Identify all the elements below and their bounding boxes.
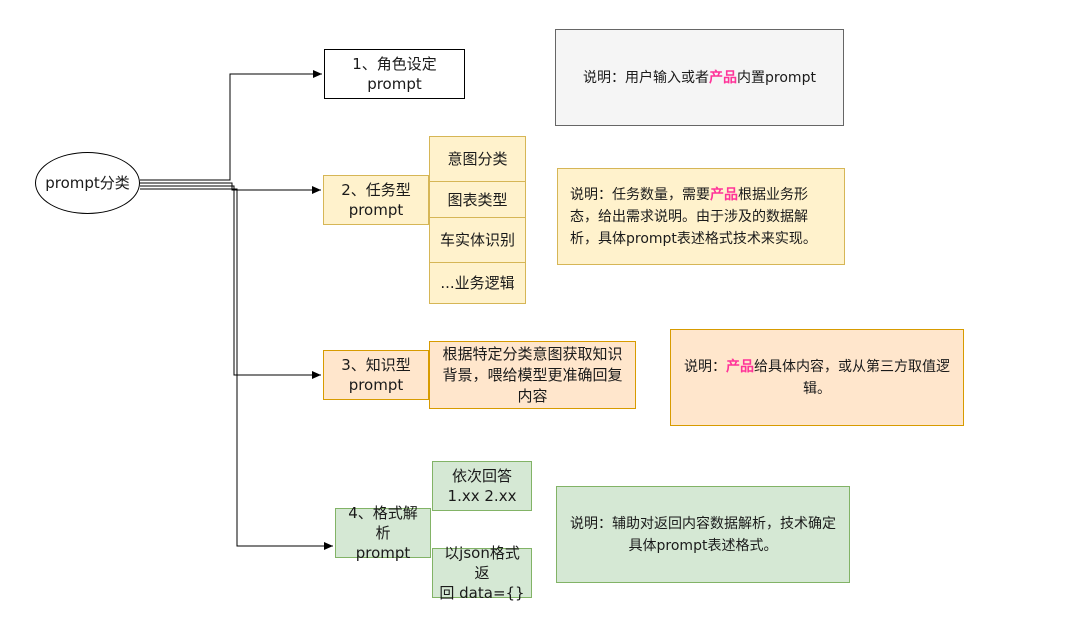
highlight-product: 产品 [709,69,738,86]
category-knowledge-prompt: 3、知识型 prompt [323,350,429,400]
format-item-json: 以json格式返 回 data={} [432,544,532,602]
category-role-prompt: 1、角色设定 prompt [324,49,465,99]
format-item-sequential: 依次回答 1.xx 2.xx [432,461,532,511]
task-item-business: ...业务逻辑 [429,262,526,304]
format-item-label: 依次回答 1.xx 2.xx [447,467,517,505]
task-item-label: 意图分类 [447,150,508,168]
category-knowledge-label: 3、知识型 prompt [341,356,411,394]
note-knowledge: 说明：产品给具体内容，或从第三方取值逻辑。 [670,329,964,426]
note-knowledge-text: 说明：产品给具体内容，或从第三方取值逻辑。 [684,358,950,397]
note-task-text: 说明：任务数量，需要产品根据业务形态，给出需求说明。由于涉及的数据解析，具体pr… [570,186,817,247]
root-label: prompt分类 [45,174,130,192]
task-item-label: 车实体识别 [439,231,515,249]
category-role-label: 1、角色设定 prompt [352,55,437,93]
task-item-label: 图表类型 [447,190,508,209]
category-task-label: 2、任务型 prompt [341,181,411,219]
connector-to-format [140,188,333,550]
category-format-label: 4、格式解析 prompt [348,504,418,562]
highlight-product: 产品 [710,186,738,203]
knowledge-item-label: 根据特定分类意图获取知识背景，喂给模型更准确回复内容 [442,344,623,405]
note-role-text: 说明：用户输入或者产品内置prompt [583,69,816,86]
format-item-label: 以json格式返 回 data={} [439,544,525,602]
highlight-product: 产品 [726,358,754,375]
category-task-prompt: 2、任务型 prompt [323,175,429,225]
category-format-prompt: 4、格式解析 prompt [335,504,431,562]
task-item-chart-type: 图表类型 [429,181,526,218]
note-format: 说明：辅助对返回内容数据解析，技术确定具体prompt表述格式。 [556,486,850,583]
root-node: prompt分类 [35,152,140,214]
knowledge-item: 根据特定分类意图获取知识背景，喂给模型更准确回复内容 [429,341,636,409]
task-item-entity: 车实体识别 [429,217,526,263]
task-item-intent: 意图分类 [429,136,526,182]
note-role: 说明：用户输入或者产品内置prompt [555,29,844,126]
note-format-text: 说明：辅助对返回内容数据解析，技术确定具体prompt表述格式。 [570,515,836,554]
connector-to-knowledge [140,185,321,379]
task-item-label: ...业务逻辑 [440,274,515,292]
note-task: 说明：任务数量，需要产品根据业务形态，给出需求说明。由于涉及的数据解析，具体pr… [557,168,845,265]
connector-to-role [140,70,322,181]
